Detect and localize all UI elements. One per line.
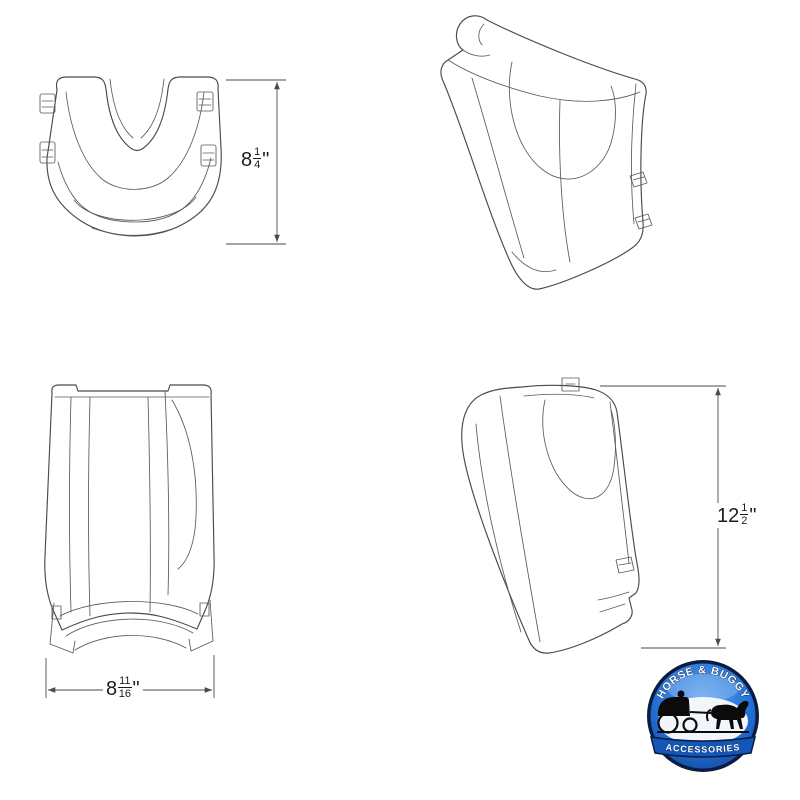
logo-badge: HORSE & BUGGY ACCESSORIES — [647, 660, 759, 772]
mounting-clip-icon — [629, 171, 653, 230]
mounting-clip-icon — [39, 91, 217, 167]
dimension-whole: 8 — [106, 677, 118, 700]
horse-and-buggy-icon — [657, 690, 749, 734]
top-view-drawing — [39, 76, 222, 237]
dimension-unit: " — [749, 504, 757, 527]
logo-banner-ribbon — [649, 736, 757, 758]
front-view-drawing — [44, 384, 215, 654]
dimension-whole: 12 — [717, 504, 740, 527]
dimension-top-height-lines — [226, 79, 286, 245]
perspective-view-drawing — [440, 15, 653, 290]
side-view-drawing — [461, 377, 640, 654]
dimension-whole: 8 — [241, 148, 253, 171]
dimension-unit: " — [132, 677, 140, 700]
mounting-clip-icon — [615, 556, 635, 574]
logo-banner-text: ACCESSORIES — [665, 742, 741, 754]
dimension-unit: " — [262, 148, 270, 171]
